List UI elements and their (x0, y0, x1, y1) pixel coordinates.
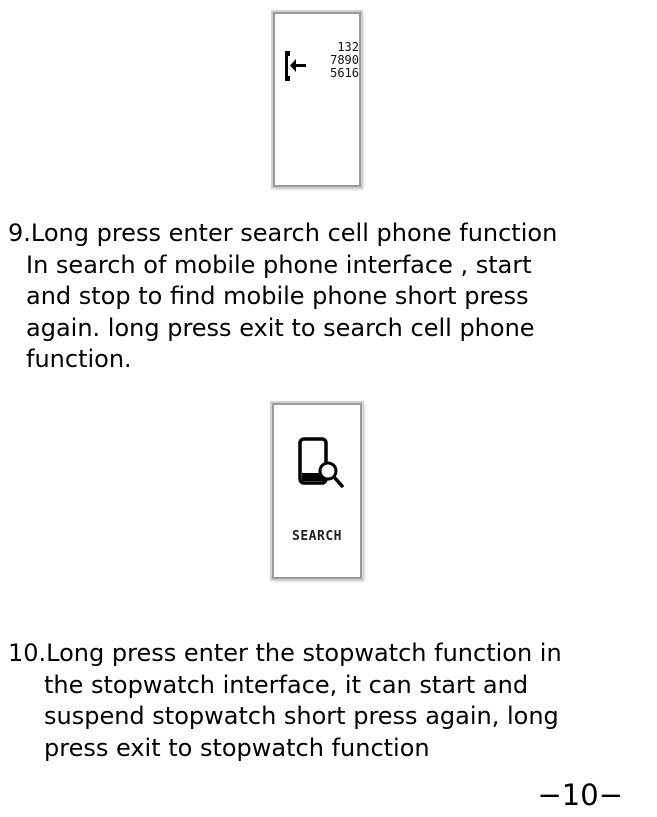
digits-line-2: 7890 (330, 53, 359, 67)
incoming-call-arrow-icon (285, 51, 306, 81)
phone-search-icon (298, 437, 344, 488)
instruction-10: 10.Long press enter the stopwatch functi… (8, 638, 562, 764)
instruction-10-line-2: the stopwatch interface, it can start an… (44, 670, 529, 699)
instruction-9-line-2: In search of mobile phone interface , st… (26, 250, 532, 279)
search-label: SEARCH (292, 529, 342, 544)
digits-line-3: 5616 (330, 66, 359, 80)
instruction-9-line-3: and stop to find mobile phone short pres… (26, 282, 529, 310)
instruction-10-line-3: suspend stopwatch short press again, lon… (44, 702, 559, 730)
instruction-10-line-4: press exit to stopwatch function (44, 733, 430, 762)
device-screen-search: SEARCH (272, 403, 362, 579)
instruction-9-line-5: function. (26, 345, 132, 373)
instruction-10-line-1: 10.Long press enter the stopwatch functi… (8, 639, 562, 667)
device-screen-phone-number: 132 7890 5616 (273, 12, 361, 187)
instruction-9: 9.Long press enter search cell phone fun… (8, 218, 557, 376)
page-number: −10− (537, 778, 624, 812)
instruction-9-line-1: 9.Long press enter search cell phone fun… (8, 219, 558, 247)
instruction-9-line-4: again. long press exit to search cell ph… (26, 313, 535, 342)
phone-number-digits: 132 7890 5616 (313, 41, 359, 80)
digits-line-1: 132 (337, 40, 359, 54)
